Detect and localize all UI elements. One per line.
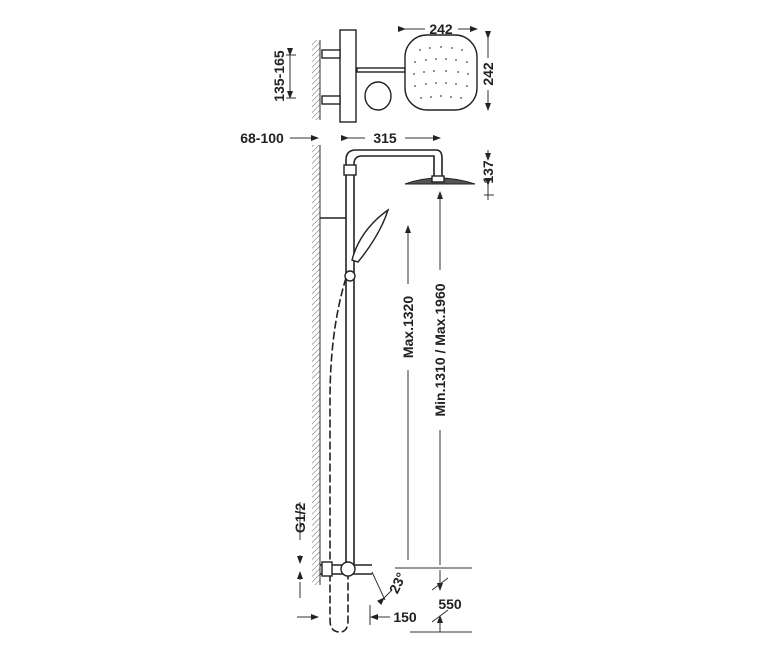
dim-line-spout-angle xyxy=(376,589,393,606)
dim-line-floor-height xyxy=(431,570,449,632)
wall-hatch-side xyxy=(312,145,320,585)
shower-head-joint xyxy=(431,175,445,183)
riser-pipe-inner xyxy=(353,155,435,565)
hand-shower-top xyxy=(364,81,392,111)
hose xyxy=(329,277,349,633)
dim-column-height: Min.1310 / Max.1960 xyxy=(432,283,448,416)
dim-valve-centres: 135-165 xyxy=(271,50,287,102)
riser-coupling xyxy=(343,164,357,176)
dim-line-head-drop xyxy=(484,150,494,200)
diverter-valve xyxy=(340,561,356,577)
thermostat-body xyxy=(339,29,357,123)
dim-hand-shower-height: Max.1320 xyxy=(400,296,416,358)
valve-connector-lower xyxy=(321,95,341,105)
dim-head-depth: 242 xyxy=(480,62,496,86)
dim-line-valve-centres xyxy=(286,48,296,99)
label-mask xyxy=(430,270,450,430)
dim-arm-length: 315 xyxy=(373,130,397,146)
wall-hatch-top xyxy=(312,40,320,120)
top-view: 242 242 135-165 xyxy=(271,21,496,123)
wall-connector xyxy=(321,561,333,577)
side-view: 68-100 315 137 Max.1320 Min xyxy=(240,130,496,633)
dim-spout-projection: 150 xyxy=(393,609,417,625)
hand-shower-side xyxy=(351,208,390,263)
label-mask xyxy=(398,284,418,370)
shower-head-nozzles xyxy=(413,46,469,99)
spout-angle-line xyxy=(371,571,386,601)
riser-pipe xyxy=(345,149,443,565)
dim-floor-height: 550 xyxy=(438,596,462,612)
slider xyxy=(344,270,356,282)
dim-head-width: 242 xyxy=(429,21,453,37)
dim-line-spout-projection xyxy=(297,605,390,625)
head-bracket xyxy=(356,67,406,73)
dim-wall-offset: 68-100 xyxy=(240,130,284,146)
dim-connection: G1/2 xyxy=(292,503,308,534)
shower-head-top xyxy=(404,34,478,111)
dim-spout-angle: 23° xyxy=(386,570,409,596)
dim-head-drop: 137 xyxy=(480,160,496,184)
valve-connector-upper xyxy=(321,49,341,59)
